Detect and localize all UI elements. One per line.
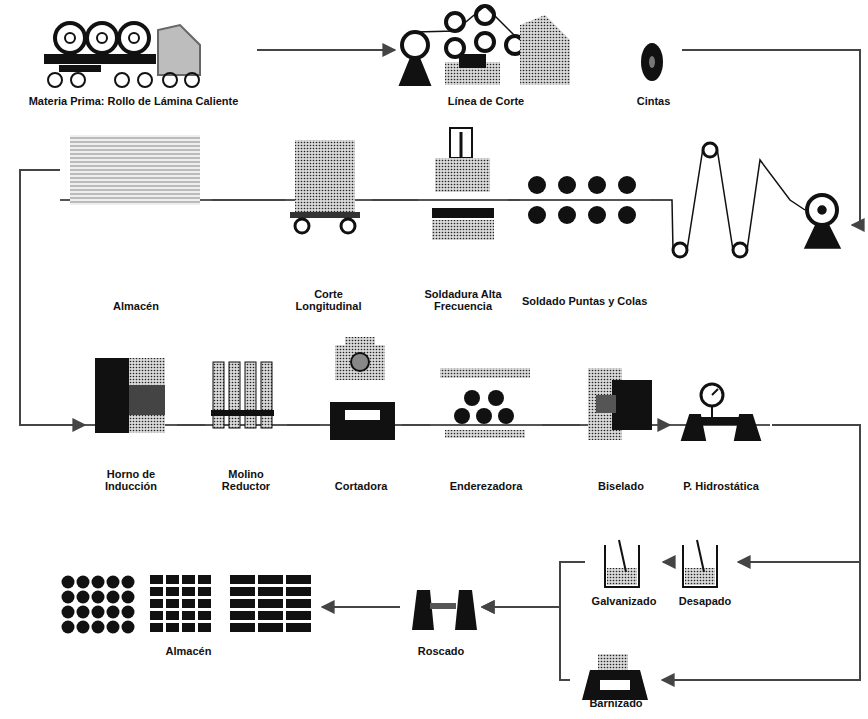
process-station: Cintas — [625, 25, 682, 110]
label-wrap: Materia Prima: Rollo de Lámina Caliente — [10, 95, 257, 108]
forming-rollers-icon — [528, 176, 636, 224]
label-wrap: Corte Longitudinal — [285, 288, 372, 313]
station-label: Almacén — [60, 300, 212, 313]
cutting-line-icon — [400, 6, 570, 85]
label-wrap: Línea de Corte — [395, 95, 577, 108]
station-label: Horno de Inducción — [85, 468, 177, 493]
process-station: Barnizado — [570, 635, 662, 712]
station-label: Galvanizado — [585, 595, 663, 608]
station-label: Desapado — [672, 595, 738, 608]
label-wrap: Biselado — [580, 480, 662, 493]
flow-arrow — [20, 170, 85, 425]
flow-arrow — [662, 425, 860, 680]
hydrostatic-test-icon — [682, 384, 760, 440]
stored-pipes-icon — [62, 575, 312, 634]
label-wrap: Cintas — [625, 95, 682, 108]
station-label: Roscado — [400, 645, 482, 658]
station-label: Materia Prima: Rollo de Lámina Caliente — [10, 95, 257, 108]
flow-arrow — [322, 606, 400, 608]
induction-furnace-icon — [95, 358, 165, 433]
straightener-icon — [440, 368, 530, 438]
flow-arrow — [682, 50, 860, 225]
station-label: Soldadura Alta Frecuencia — [418, 288, 508, 313]
process-station: Roscado — [400, 575, 482, 660]
tank-icons — [605, 540, 717, 587]
process-station: Almacén — [60, 125, 212, 315]
process-station: P. Hidrostática — [670, 345, 772, 495]
process-station: Corte Longitudinal — [285, 125, 372, 315]
flow-arrow — [662, 424, 670, 426]
label-wrap: Barnizado — [570, 697, 662, 710]
process-station: Línea de Corte — [395, 5, 577, 110]
flow-arrow — [482, 607, 570, 680]
label-wrap: Molino Reductor — [205, 468, 287, 493]
flow-arrow — [212, 199, 285, 201]
label-wrap: Soldadura Alta Frecuencia — [418, 288, 508, 313]
process-station: Cortadora — [320, 335, 402, 495]
label-wrap: P. Hidrostática — [670, 480, 772, 493]
varnish-icon — [582, 654, 648, 700]
coil-icon — [641, 43, 663, 81]
flow-arrow — [542, 424, 580, 426]
reducing-mill-icon — [211, 362, 274, 428]
label-wrap: Enderezadora — [430, 480, 542, 493]
process-station: Biselado — [580, 345, 662, 495]
flow-arrow — [287, 424, 320, 426]
station-label: P. Hidrostática — [670, 480, 772, 493]
threading-icon — [412, 590, 477, 630]
label-wrap: Horno de Inducción — [85, 468, 177, 493]
flow-arrow — [508, 199, 520, 201]
accumulator-icon — [650, 143, 840, 257]
process-station: Soldadura Alta Frecuencia — [418, 125, 508, 315]
process-station: Enderezadora — [430, 345, 542, 495]
process-station: Galvanizado — [585, 530, 663, 610]
station-label: Biselado — [580, 480, 662, 493]
process-station: Almacén — [55, 565, 322, 660]
station-label: Soldado Puntas y Colas — [520, 295, 852, 308]
hf-welder-icon — [432, 128, 494, 240]
station-label: Cintas — [625, 95, 682, 108]
slitter-icon — [290, 140, 360, 233]
process-station: Soldado Puntas y Colas — [520, 140, 852, 310]
flow-arrow — [402, 424, 430, 426]
process-station: Materia Prima: Rollo de Lámina Caliente — [10, 15, 257, 110]
truck-icon — [45, 23, 200, 87]
process-station: Desapado — [672, 530, 738, 610]
station-label: Línea de Corte — [395, 95, 577, 108]
station-label: Corte Longitudinal — [285, 288, 372, 313]
label-wrap: Desapado — [672, 595, 738, 608]
label-wrap: Cortadora — [320, 480, 402, 493]
flow-arrow — [257, 49, 395, 51]
station-label: Enderezadora — [430, 480, 542, 493]
label-wrap: Almacén — [55, 645, 322, 658]
cutter-icon — [330, 337, 395, 440]
label-wrap: Almacén — [60, 300, 212, 313]
flow-arrow — [482, 562, 585, 607]
process-station: Molino Reductor — [205, 345, 287, 495]
station-label: Cortadora — [320, 480, 402, 493]
storage-icon — [70, 135, 200, 205]
label-wrap: Roscado — [400, 645, 482, 658]
label-wrap: Galvanizado — [585, 595, 663, 608]
station-label: Almacén — [55, 645, 322, 658]
flow-arrow — [663, 561, 672, 563]
beveler-icon — [588, 368, 652, 440]
label-wrap: Soldado Puntas y Colas — [520, 295, 852, 308]
flow-arrow — [372, 199, 418, 201]
process-station: Horno de Inducción — [85, 345, 177, 495]
flow-arrow — [177, 424, 205, 426]
pipe-line-row3 — [85, 424, 770, 426]
station-label: Molino Reductor — [205, 468, 287, 493]
station-label: Barnizado — [570, 697, 662, 710]
flow-arrow — [738, 425, 860, 562]
